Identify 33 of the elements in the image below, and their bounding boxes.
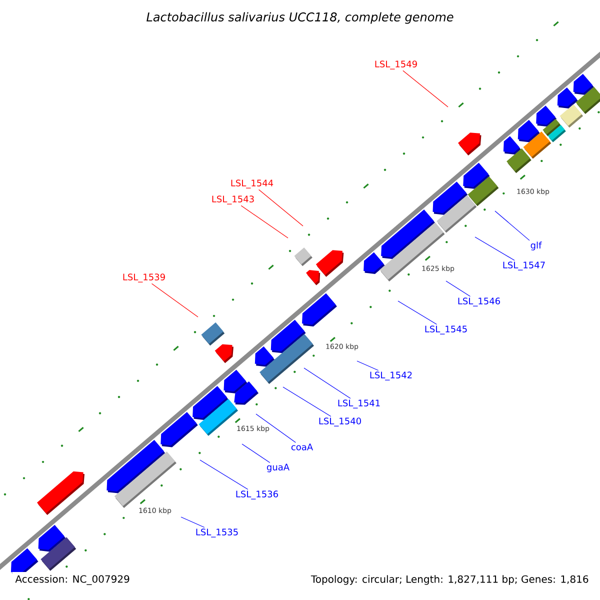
leader-line bbox=[242, 444, 270, 463]
leader-line bbox=[151, 283, 198, 318]
leader-line bbox=[356, 360, 379, 371]
leader-line bbox=[398, 300, 438, 325]
leader-line bbox=[258, 189, 304, 226]
gene-label: LSL_1545 bbox=[425, 326, 467, 334]
gene-label: LSL_1541 bbox=[338, 400, 380, 408]
leader-line bbox=[402, 70, 448, 108]
leader-line bbox=[240, 205, 288, 238]
gene-label: LSL_1543 bbox=[212, 196, 254, 204]
gene-label: LSL_1547 bbox=[503, 262, 545, 270]
gene-label: LSL_1542 bbox=[370, 372, 412, 380]
gene-label: glf bbox=[530, 242, 542, 250]
gene-label: LSL_1540 bbox=[319, 418, 361, 426]
gene-label: LSL_1546 bbox=[458, 298, 500, 306]
leader-line bbox=[474, 236, 515, 261]
leader-line bbox=[304, 368, 351, 399]
gene-label: guaA bbox=[266, 464, 290, 472]
leader-line bbox=[446, 280, 470, 297]
gene-label: LSL_1539 bbox=[123, 274, 165, 282]
gene-label: coaA bbox=[291, 444, 313, 450]
leader-line bbox=[282, 386, 332, 417]
leader-line bbox=[180, 516, 205, 528]
gene-label: LSL_1536 bbox=[236, 490, 278, 500]
gene-label: LSL_1535 bbox=[196, 528, 238, 538]
leader-line bbox=[494, 210, 530, 241]
leader-line bbox=[200, 460, 248, 490]
gene-label: LSL_1549 bbox=[375, 60, 417, 70]
leader-line bbox=[256, 414, 296, 443]
title: Lactobacillus salivarius UCC118, complete genome bbox=[146, 12, 454, 24]
info-text: Accession: NC_007929 bbox=[12, 572, 133, 588]
info-text: Topology: circular; Length: 1,827,111 bp; Genes: 1,816 bbox=[310, 575, 588, 585]
gene-label: LSL_1544 bbox=[231, 180, 274, 188]
